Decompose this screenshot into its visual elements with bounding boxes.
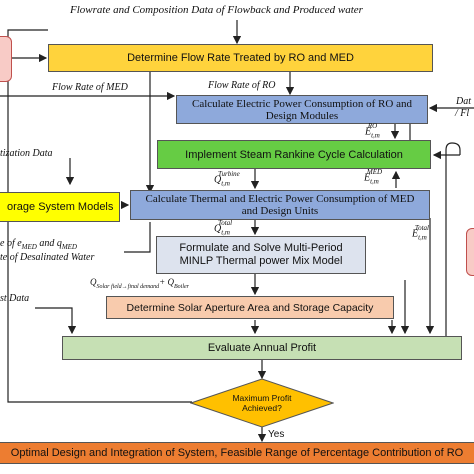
q-solar-label: QSolar field→final demand+ QBoiler <box>90 277 189 290</box>
flow-med-label: Flow Rate of MED <box>52 82 128 93</box>
solar-box: Determine Solar Aperture Area and Storag… <box>106 296 394 319</box>
thermal-med-box: Calculate Thermal and Electric Power Con… <box>130 190 430 220</box>
yes-label: Yes <box>268 429 285 440</box>
decision-text-wrap: Maximum Profit Achieved? <box>226 384 298 422</box>
decision-text: Maximum Profit Achieved? <box>232 393 292 413</box>
q-turbine-label: Qt,mTurbine <box>214 170 240 188</box>
e-ro-label: Et,mRO <box>365 122 380 140</box>
q-total-label: Qt,mTotal <box>214 219 233 237</box>
left-input-box <box>0 36 12 82</box>
dat-label: Dat <box>456 96 471 107</box>
profit-text: Evaluate Annual Profit <box>207 342 317 354</box>
minlp-box: Formulate and Solve Multi-Period MINLP T… <box>156 236 366 274</box>
right-input-box <box>466 228 474 276</box>
fl-label: / Fl <box>455 108 470 119</box>
desalinated-label: te of Desalinated Water <box>0 252 95 263</box>
emed-qmed-label: e of eMED and qMED <box>0 238 77 251</box>
flow-rate-box: Determine Flow Rate Treated by RO and ME… <box>48 44 433 72</box>
thermal-med-text: Calculate Thermal and Electric Power Con… <box>145 193 415 217</box>
tization-label: tization Data <box>0 148 53 159</box>
e-total-label: Et,mTotal <box>412 224 429 242</box>
e-med-label: Et,mMED <box>364 168 383 186</box>
rankine-text: Implement Steam Rankine Cycle Calculatio… <box>185 148 403 161</box>
ro-power-box: Calculate Electric Power Consumption of … <box>176 95 428 124</box>
top-input-label: Flowrate and Composition Data of Flowbac… <box>70 4 363 16</box>
final-text: Optimal Design and Integration of System… <box>10 447 464 459</box>
st-data-label: st Data <box>0 293 30 304</box>
flow-ro-label: Flow Rate of RO <box>208 80 276 91</box>
solar-text: Determine Solar Aperture Area and Storag… <box>126 301 374 314</box>
profit-box: Evaluate Annual Profit <box>62 336 462 360</box>
rankine-box: Implement Steam Rankine Cycle Calculatio… <box>157 140 431 169</box>
minlp-text: Formulate and Solve Multi-Period MINLP T… <box>179 242 343 267</box>
flow-rate-text: Determine Flow Rate Treated by RO and ME… <box>127 52 354 64</box>
decision-diamond <box>190 378 334 428</box>
ro-power-text: Calculate Electric Power Consumption of … <box>192 97 412 122</box>
storage-models-box: orage System Models <box>0 192 120 222</box>
final-box: Optimal Design and Integration of System… <box>0 442 474 464</box>
storage-models-text: orage System Models <box>7 201 114 213</box>
